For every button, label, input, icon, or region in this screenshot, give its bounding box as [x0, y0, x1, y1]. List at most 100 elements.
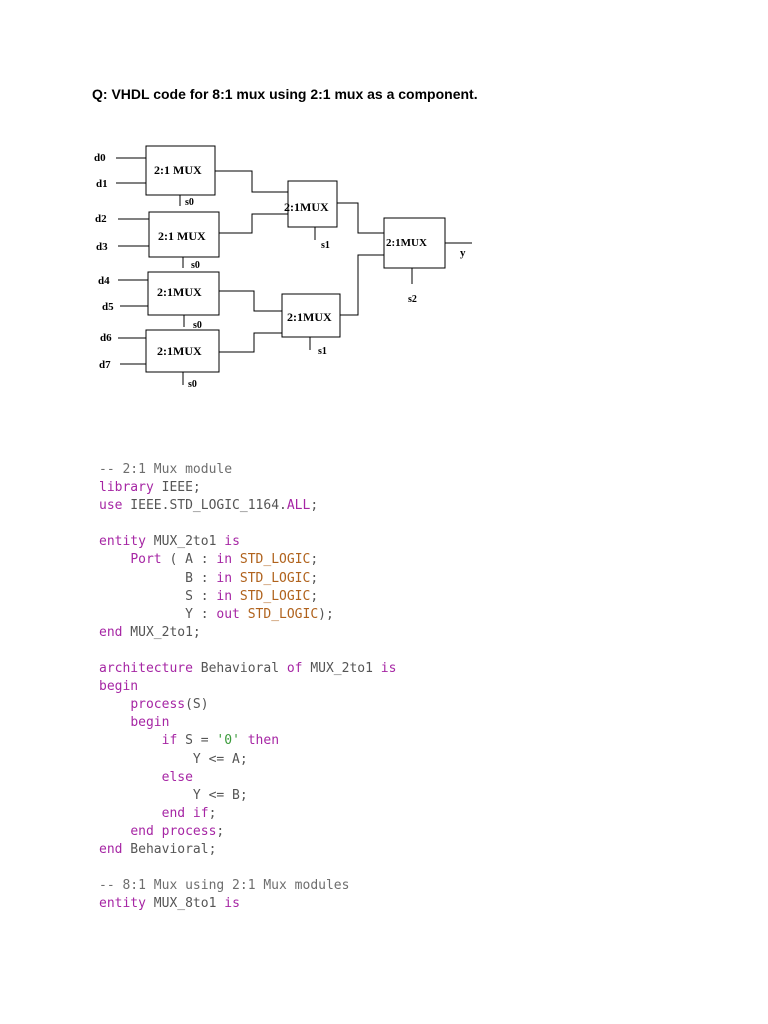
code-token: IEEE; — [153, 480, 201, 496]
code-token: ALL — [286, 498, 311, 514]
select-label-s1-bottom: s1 — [318, 346, 327, 357]
code-line: S : in STD_LOGIC; — [99, 588, 396, 606]
code-token: architecture — [99, 661, 193, 677]
code-token: out — [216, 606, 240, 622]
code-token — [99, 806, 162, 821]
code-token: in — [216, 588, 233, 604]
mux-label-3: 2:1MUX — [157, 285, 202, 299]
code-token: Y <= B; — [99, 787, 248, 803]
code-token: ; — [208, 805, 217, 821]
code-token — [232, 589, 240, 604]
code-token: MUX_2to1 — [302, 661, 381, 677]
code-line — [99, 515, 396, 533]
code-token: Port — [130, 552, 162, 568]
code-token — [99, 552, 130, 567]
code-line — [99, 642, 396, 660]
code-token: B : — [99, 570, 217, 586]
code-token: ; — [216, 823, 225, 839]
code-token: entity — [99, 896, 146, 912]
select-label-s0-4: s0 — [188, 379, 197, 390]
code-token — [232, 571, 240, 586]
code-line: end process; — [99, 823, 396, 841]
select-label-s0-2: s0 — [191, 260, 200, 271]
code-line: process(S) — [99, 696, 396, 714]
code-token — [99, 715, 130, 730]
code-token: in — [216, 570, 233, 586]
code-token: end — [99, 624, 123, 640]
code-line: Y : out STD_LOGIC); — [99, 606, 396, 624]
code-token: library — [99, 480, 154, 496]
code-token: use — [99, 498, 123, 514]
code-token: '0' — [216, 733, 240, 749]
code-line: if S = '0' then — [99, 732, 396, 750]
code-line: library IEEE; — [99, 479, 396, 497]
code-token: ; — [310, 570, 319, 586]
input-label-d6: d6 — [100, 332, 112, 344]
code-token: (S) — [185, 697, 209, 713]
code-token: is — [224, 534, 240, 550]
code-token: S = — [177, 733, 217, 749]
mux-label-6: 2:1MUX — [287, 310, 332, 324]
code-token: ; — [310, 552, 319, 568]
code-token — [232, 552, 240, 567]
code-line: use IEEE.STD_LOGIC_1164.ALL; — [99, 497, 396, 515]
code-line: entity MUX_2to1 is — [99, 533, 396, 551]
code-token — [240, 607, 248, 622]
code-token: end process — [130, 823, 217, 839]
code-token: MUX_8to1 — [145, 896, 225, 912]
mux-8to1-diagram: d0 d1 d2 d3 d4 d5 d6 d7 2:1 MUX 2:1 MUX … — [94, 145, 472, 390]
code-line: B : in STD_LOGIC; — [99, 570, 396, 588]
mux-label-1: 2:1 MUX — [154, 163, 202, 177]
mux-box-2 — [148, 211, 220, 258]
code-line: Y <= A; — [99, 751, 396, 769]
code-line: Port ( A : in STD_LOGIC; — [99, 551, 396, 569]
code-line: end MUX_2to1; — [99, 624, 396, 642]
code-token — [99, 824, 130, 839]
select-label-s0-3: s0 — [193, 320, 202, 331]
code-token: ; — [310, 588, 319, 604]
code-token: is — [224, 896, 240, 912]
code-token: else — [161, 769, 193, 785]
code-token: S : — [99, 588, 217, 604]
code-line: else — [99, 769, 396, 787]
code-token — [99, 697, 130, 712]
input-label-d4: d4 — [98, 275, 110, 287]
code-token: STD_LOGIC — [239, 552, 311, 568]
code-line: architecture Behavioral of MUX_2to1 is — [99, 660, 396, 678]
code-token: -- 8:1 Mux using 2:1 Mux modules — [99, 878, 350, 894]
code-token: ; — [310, 498, 319, 514]
code-line: Y <= B; — [99, 787, 396, 805]
code-token: Behavioral; — [122, 841, 217, 857]
code-token: entity — [99, 534, 146, 550]
code-token — [240, 733, 248, 748]
code-token: begin — [99, 679, 139, 695]
code-line: entity MUX_8to1 is — [99, 895, 396, 913]
code-line: begin — [99, 678, 396, 696]
mux-label-4: 2:1MUX — [157, 344, 202, 358]
code-token: ( A : — [161, 552, 217, 568]
code-line: -- 2:1 Mux module — [99, 461, 396, 479]
input-label-d0: d0 — [94, 152, 106, 164]
code-token: STD_LOGIC — [247, 606, 319, 622]
code-token: process — [130, 697, 186, 713]
mux-label-2: 2:1 MUX — [158, 229, 206, 243]
code-token: IEEE.STD_LOGIC_1164. — [122, 498, 287, 514]
code-token: if — [161, 733, 178, 749]
code-line: end Behavioral; — [99, 841, 396, 859]
code-token: ); — [318, 606, 334, 622]
code-token — [99, 770, 162, 785]
output-label-y: y — [460, 247, 466, 259]
code-line: begin — [99, 714, 396, 732]
code-token: Y : — [99, 606, 217, 622]
select-label-s1-top: s1 — [321, 240, 330, 251]
code-token: MUX_2to1 — [145, 534, 225, 550]
input-label-d2: d2 — [95, 213, 107, 225]
code-line: end if; — [99, 805, 396, 823]
code-token: of — [286, 661, 303, 677]
mux-label-5: 2:1MUX — [284, 200, 329, 214]
input-label-d5: d5 — [102, 301, 114, 313]
code-token: STD_LOGIC — [239, 570, 311, 586]
input-label-d7: d7 — [99, 359, 111, 371]
input-label-d3: d3 — [96, 241, 108, 253]
